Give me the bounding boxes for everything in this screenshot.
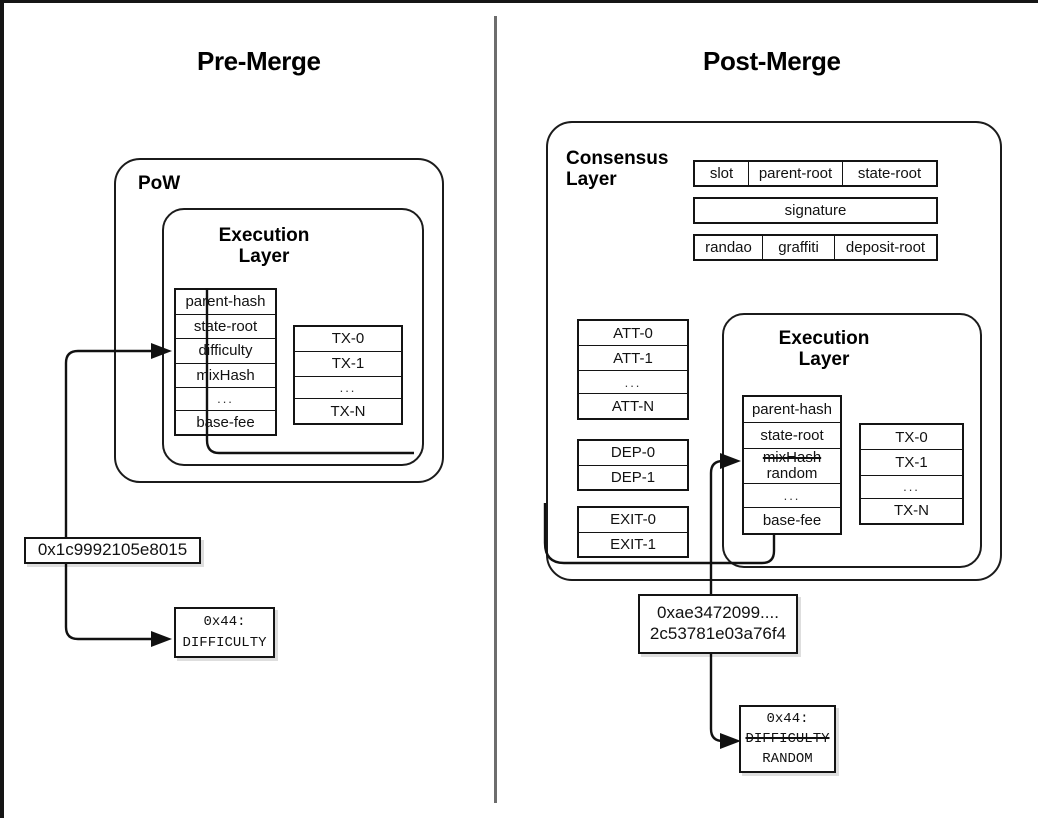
post-execution-layer-label: Execution Layer	[778, 328, 870, 371]
att-item: ATT-N	[579, 394, 687, 418]
tx-ellipsis: ...	[295, 376, 401, 400]
tx-item: TX-N	[295, 399, 401, 423]
tx-item: TX-1	[861, 450, 962, 476]
tx-ellipsis: ...	[861, 475, 962, 499]
exits-list: EXIT-0 EXIT-1	[577, 506, 689, 558]
opcode-code: 0x44:	[203, 614, 246, 631]
pow-label: PoW	[138, 173, 181, 194]
post-random-value: 0xae3472099.... 2c53781e03a76f4	[638, 594, 798, 654]
post-header-fields: parent-hash state-root mixHash random ..…	[742, 395, 842, 535]
att-ellipsis: ...	[579, 371, 687, 394]
post-arrow-to-opcode	[720, 733, 741, 749]
post-random-value-line2: 2c53781e03a76f4	[649, 624, 787, 643]
consensus-field-state-root: state-root	[857, 165, 922, 182]
field-state-root: state-root	[176, 314, 275, 339]
exit-item: EXIT-0	[579, 508, 687, 533]
pre-execution-layer-container	[162, 208, 424, 466]
pre-difficulty-value: 0x1c9992105e8015	[24, 537, 201, 564]
consensus-field-signature: signature	[784, 202, 847, 219]
post-transactions-list: TX-0 TX-1 ... TX-N	[859, 423, 964, 525]
field-state-root: state-root	[744, 423, 840, 450]
post-random-value-line1: 0xae3472099....	[657, 603, 779, 623]
post-execution-layer-container	[722, 313, 982, 568]
consensus-field-graffiti: graffiti	[763, 236, 835, 259]
deposits-list: DEP-0 DEP-1	[577, 439, 689, 491]
consensus-row-top: slot parent-root state-root	[693, 160, 938, 187]
field-parent-hash: parent-hash	[744, 397, 840, 424]
consensus-field-randao: randao	[695, 236, 763, 259]
pre-execution-layer-label: Execution Layer	[218, 225, 310, 268]
consensus-layer-container	[546, 121, 1002, 581]
opcode-new-name: RANDOM	[762, 751, 813, 768]
consensus-field-parent-root: parent-root	[749, 162, 843, 185]
field-base-fee: base-fee	[176, 410, 275, 434]
att-item: ATT-0	[579, 321, 687, 346]
tx-item: TX-0	[295, 327, 401, 352]
panel-divider	[494, 16, 497, 803]
tx-item: TX-0	[861, 425, 962, 451]
pre-arrow-to-opcode	[151, 631, 172, 647]
att-item: ATT-1	[579, 346, 687, 371]
tx-item: TX-1	[295, 351, 401, 377]
pow-container	[114, 158, 444, 483]
field-parent-hash: parent-hash	[176, 290, 275, 315]
pre-opcode-box: 0x44: DIFFICULTY	[174, 607, 275, 658]
consensus-field-slot: slot	[695, 162, 749, 185]
post-opcode-box: 0x44: DIFFICULTY RANDOM	[739, 705, 836, 773]
opcode-old-name: DIFFICULTY	[745, 730, 830, 747]
field-mixhash: mixHash	[176, 363, 275, 388]
consensus-layer-label: Consensus Layer	[566, 148, 669, 191]
post-merge-title: Post-Merge	[703, 46, 841, 76]
tx-item: TX-N	[861, 498, 962, 523]
exit-item: EXIT-1	[579, 532, 687, 556]
pre-header-fields: parent-hash state-root difficulty mixHas…	[174, 288, 277, 436]
field-random-new: random	[766, 465, 818, 482]
pre-transactions-list: TX-0 TX-1 ... TX-N	[293, 325, 403, 425]
attestations-list: ATT-0 ATT-1 ... ATT-N	[577, 319, 689, 420]
consensus-row-signature: signature	[693, 197, 938, 224]
field-mixhash-old: mixHash	[762, 449, 822, 467]
opcode-code: 0x44:	[766, 710, 809, 727]
field-mixhash-random: mixHash random	[744, 449, 840, 484]
dep-item: DEP-0	[579, 441, 687, 466]
field-ellipsis: ...	[744, 483, 840, 508]
opcode-name: DIFFICULTY	[182, 634, 267, 651]
consensus-row-bottom: randao graffiti deposit-root	[693, 234, 938, 261]
pre-merge-title: Pre-Merge	[197, 46, 321, 76]
dep-item: DEP-1	[579, 465, 687, 489]
field-base-fee: base-fee	[744, 507, 840, 533]
consensus-field-deposit-root: deposit-root	[845, 239, 926, 256]
field-ellipsis: ...	[176, 388, 275, 411]
field-difficulty: difficulty	[176, 339, 275, 364]
